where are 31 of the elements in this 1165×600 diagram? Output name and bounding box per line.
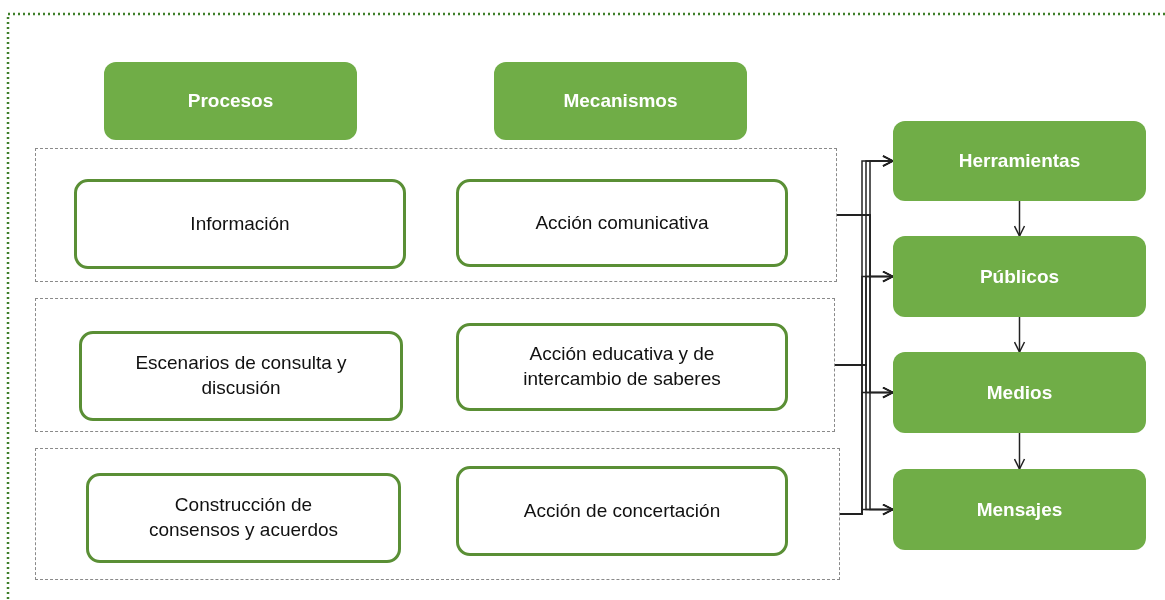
header-box: [104, 62, 357, 140]
box-label: Información: [190, 211, 290, 236]
header-label: Medios: [986, 381, 1053, 404]
box-label: Construcción de consensos y acuerdos: [147, 493, 340, 542]
box-label: Acción educativa y de intercambio de saberes: [522, 342, 722, 391]
arrow: [1013, 316, 1026, 353]
header-box: [893, 352, 1146, 433]
header-label: Mecanismos: [563, 90, 678, 112]
header-label: Herramientas: [958, 150, 1081, 172]
arrow: [839, 503, 894, 516]
dashed-group-frame: [35, 148, 837, 282]
dashed-group-frame: [35, 298, 835, 432]
header-label: Mensajes: [976, 498, 1063, 521]
dashed-group-frame: [35, 448, 840, 580]
header-label: Procesos: [187, 90, 274, 112]
process-box: [86, 473, 401, 563]
header-box: [893, 121, 1146, 201]
process-box: [456, 323, 788, 411]
process-box: [79, 331, 403, 421]
header-box: [893, 469, 1146, 550]
box-label: Escenarios de consulta y discusión: [134, 351, 348, 400]
process-box: [456, 466, 788, 556]
process-box: [74, 179, 406, 269]
header-label: Públicos: [979, 265, 1060, 288]
box-label: Acción de concertación: [523, 498, 721, 523]
arrow: [1013, 432, 1026, 470]
box-label: Acción comunicativa: [535, 210, 709, 235]
process-box: [456, 179, 788, 267]
header-box: [893, 236, 1146, 317]
arrow: [1013, 200, 1026, 237]
header-box: [494, 62, 747, 140]
